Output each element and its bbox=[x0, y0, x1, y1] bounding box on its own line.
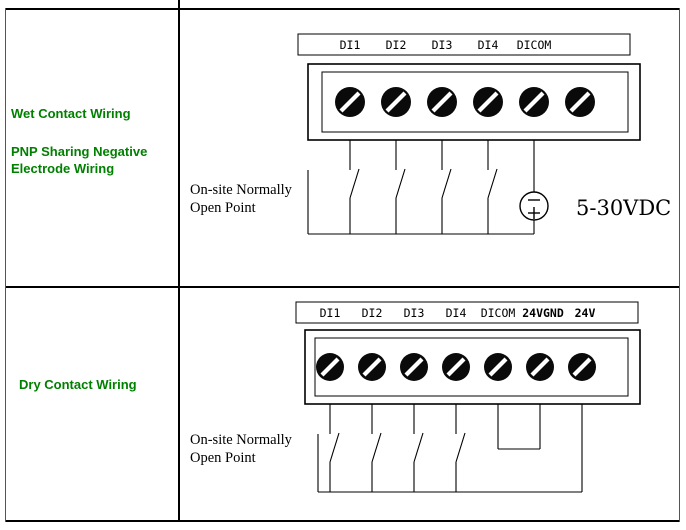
no-switch-contacts bbox=[329, 432, 466, 492]
terminal-label-di2: DI2 bbox=[386, 38, 407, 52]
screw-terminal bbox=[381, 87, 411, 117]
dry-contact-diagram: DI1 DI2 DI3 DI4 DICOM 24VGND 24V bbox=[190, 301, 641, 493]
screw-terminal bbox=[427, 87, 457, 117]
supply-voltage-label: 5-30VDC bbox=[576, 196, 671, 220]
terminal-label-24v: 24V bbox=[575, 306, 596, 320]
dry-contact-title: Dry Contact Wiring bbox=[19, 377, 137, 392]
row-wet-label-cell: Wet Contact Wiring PNP Sharing Negative … bbox=[11, 106, 175, 178]
column-divider bbox=[178, 0, 180, 522]
screw-terminal bbox=[565, 87, 595, 117]
terminal-label-dicom: DICOM bbox=[481, 306, 516, 320]
table-border-bottom bbox=[5, 520, 680, 522]
table-border-right bbox=[679, 8, 680, 522]
onsite-note-line1: On-site Normally bbox=[190, 432, 293, 448]
wet-contact-title: Wet Contact Wiring bbox=[11, 106, 131, 121]
row-dry-label-cell: Dry Contact Wiring bbox=[19, 377, 174, 394]
wet-terminal-label-box: DI1 DI2 DI3 DI4 DICOM bbox=[297, 33, 631, 56]
wet-common-rail bbox=[307, 140, 535, 235]
terminal-label-di3: DI3 bbox=[432, 38, 453, 52]
terminal-label-di1: DI1 bbox=[320, 306, 341, 320]
terminal-label-di4: DI4 bbox=[478, 38, 499, 52]
screw-terminal bbox=[484, 353, 512, 381]
screw-terminal bbox=[358, 353, 386, 381]
terminal-label-di1: DI1 bbox=[340, 38, 361, 52]
terminal-label-dicom: DICOM bbox=[517, 38, 552, 52]
wet-contact-diagram: DI1 DI2 DI3 DI4 DICOM bbox=[190, 33, 671, 235]
screw-terminal bbox=[473, 87, 503, 117]
onsite-note-line2: Open Point bbox=[190, 450, 256, 466]
screw-terminal bbox=[519, 87, 549, 117]
wet-di-wires bbox=[349, 140, 489, 170]
table-border-middle bbox=[5, 286, 680, 288]
onsite-note-line1: On-site Normally bbox=[190, 182, 293, 198]
dry-terminal-block bbox=[304, 329, 641, 405]
dry-common-rail bbox=[317, 404, 583, 493]
terminal-label-di4: DI4 bbox=[446, 306, 467, 320]
terminal-label-di3: DI3 bbox=[404, 306, 425, 320]
screw-terminal bbox=[316, 353, 344, 381]
pnp-wiring-title: PNP Sharing Negative Electrode Wiring bbox=[11, 143, 148, 176]
table-border-left bbox=[5, 8, 6, 522]
screw-terminal bbox=[568, 353, 596, 381]
screw-terminal bbox=[400, 353, 428, 381]
table-border-top bbox=[5, 8, 680, 10]
screw-terminal bbox=[442, 353, 470, 381]
no-switch-contacts bbox=[349, 168, 498, 234]
screw-terminal bbox=[335, 87, 365, 117]
wet-terminal-block bbox=[307, 63, 641, 141]
dry-di-wires bbox=[329, 404, 457, 434]
terminal-label-24vgnd: 24VGND bbox=[522, 306, 564, 320]
dry-terminal-label-box: DI1 DI2 DI3 DI4 DICOM 24VGND 24V bbox=[295, 301, 639, 324]
terminal-label-di2: DI2 bbox=[362, 306, 383, 320]
dc-supply-symbol bbox=[519, 191, 549, 221]
screw-terminal bbox=[526, 353, 554, 381]
onsite-note-line2: Open Point bbox=[190, 200, 256, 216]
